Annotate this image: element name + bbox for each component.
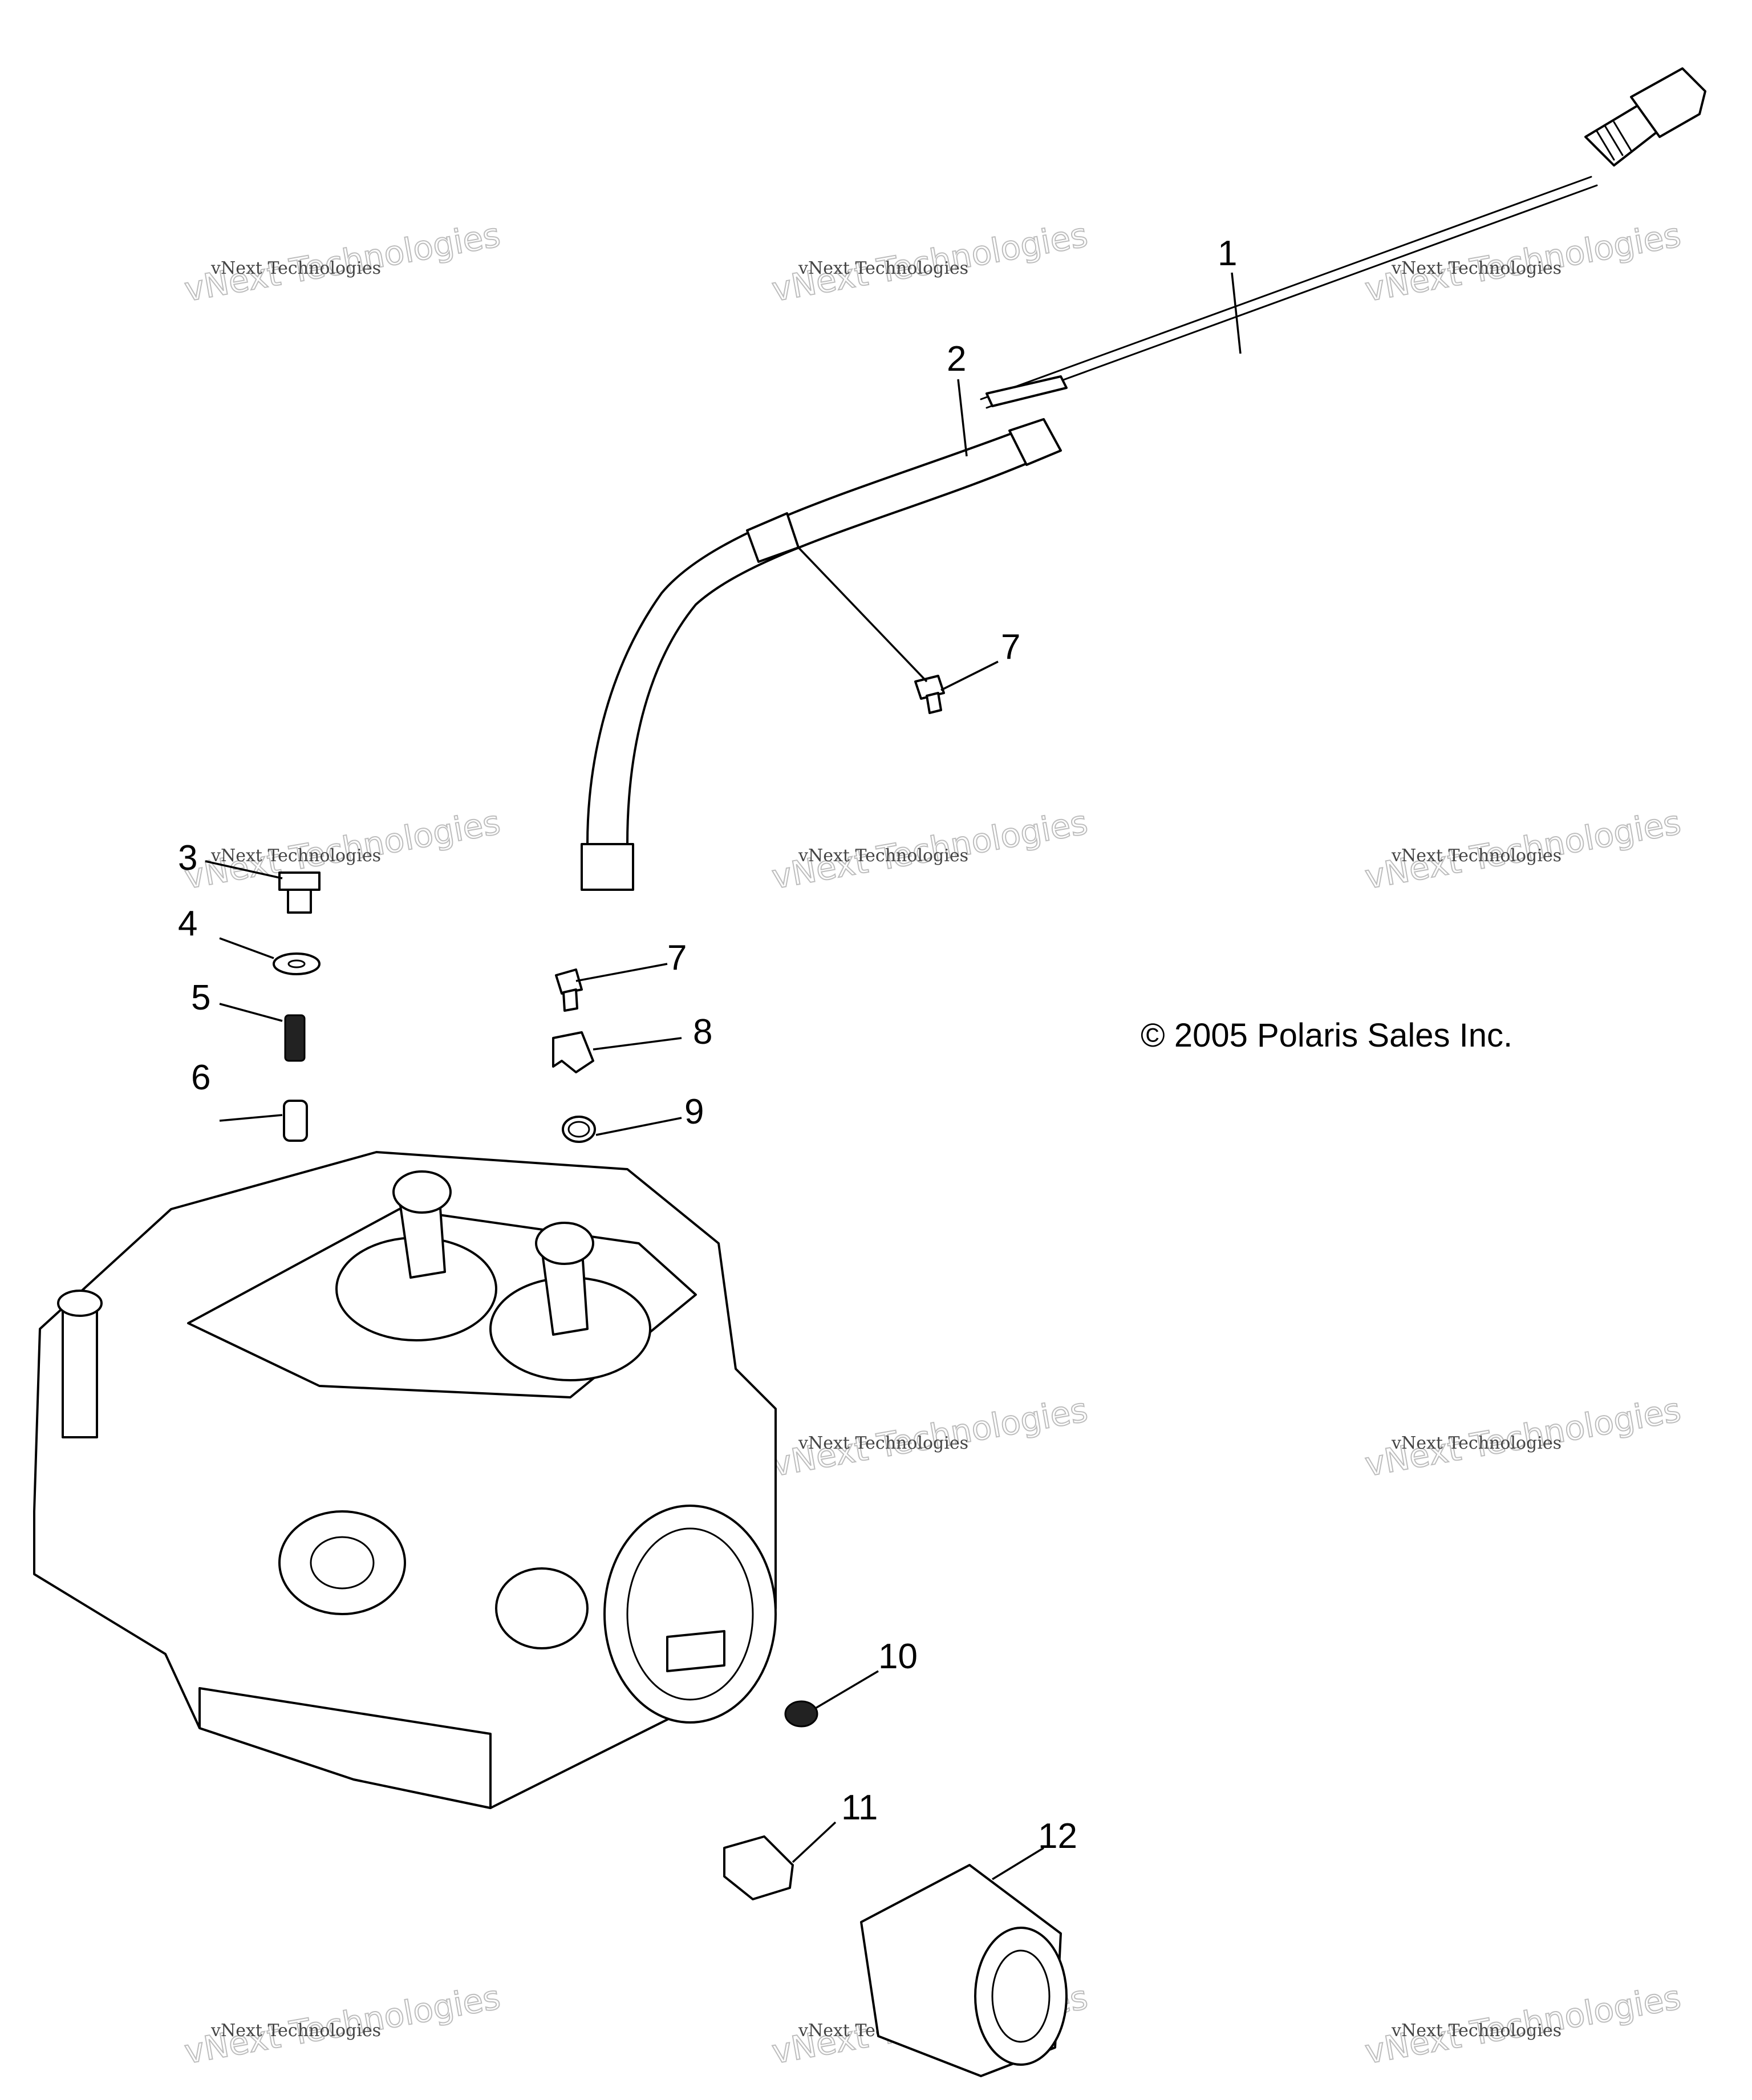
part-11-fitting <box>723 1835 794 1900</box>
part-7-bolt-lower <box>555 968 583 1012</box>
copyright-notice: © 2005 Polaris Sales Inc. <box>1141 1017 1512 1054</box>
callout-9: 9 <box>684 1092 704 1132</box>
dipstick-tube-body <box>586 427 1045 845</box>
part-10-screen <box>784 1700 818 1728</box>
dipstick-rod <box>980 176 1592 400</box>
part-5-spring <box>284 1014 306 1062</box>
part-4-washer <box>273 952 321 975</box>
callout-7-lower: 7 <box>667 938 687 978</box>
watermark-small: vNext Technologies <box>210 846 381 866</box>
watermark-small: vNext Technologies <box>210 2021 381 2041</box>
dipstick-tube-bottom-fitting <box>581 843 634 891</box>
dipstick-blade <box>986 375 1068 407</box>
oil-pan <box>198 1687 492 1809</box>
crankshaft-stub <box>666 1630 725 1672</box>
watermark-small: vNext Technologies <box>1391 846 1562 866</box>
callout-labels: 1 2 3 4 5 6 7 7 8 9 10 11 12 <box>178 234 1237 1856</box>
watermark-small: vNext Technologies <box>1391 258 1562 278</box>
part-3-bolt <box>278 871 321 914</box>
callout-6: 6 <box>191 1058 210 1097</box>
watermark-small: vNext Technologies <box>210 258 381 278</box>
watermark-small: vNext Technologies <box>798 258 968 278</box>
crank-bearing-boss-left <box>278 1510 406 1615</box>
watermark-small: vNext Technologies <box>1391 2021 1562 2041</box>
part-8-clip <box>552 1031 594 1073</box>
crank-bearing-boss-right <box>495 1567 589 1649</box>
dipstick-part <box>980 67 1706 409</box>
crank-bearing-bore-left <box>310 1536 375 1590</box>
dipstick-seal-lines <box>1596 121 1632 161</box>
magneto-flange <box>603 1505 777 1724</box>
part-6-plug <box>283 1100 308 1142</box>
callout-1: 1 <box>1218 234 1237 273</box>
watermark-small: vNext Technologies <box>1391 1433 1562 1453</box>
callout-11: 11 <box>841 1788 878 1827</box>
dipstick-rod-edge <box>986 184 1598 409</box>
part-9-oring <box>562 1116 596 1143</box>
leader-lines <box>205 272 1242 1880</box>
connecting-rod-left-eye <box>392 1170 452 1214</box>
callout-5: 5 <box>191 978 210 1017</box>
part-12-oil-filter <box>860 1864 1068 2077</box>
callout-7-upper: 7 <box>1001 627 1020 667</box>
connecting-rod-right-eye <box>535 1222 594 1265</box>
watermark-small: vNext Technologies <box>798 1433 968 1453</box>
callout-12: 12 <box>1038 1817 1077 1856</box>
magneto-flange-inner <box>626 1527 754 1701</box>
callout-8: 8 <box>693 1012 712 1052</box>
dipstick-tube-top <box>1008 418 1062 466</box>
callout-4: 4 <box>178 904 197 943</box>
crankcase-assembly <box>33 1151 777 1809</box>
callout-3: 3 <box>178 838 197 878</box>
crankcase-left-fitting-top <box>57 1290 103 1317</box>
part-7-bolt-upper <box>914 675 945 714</box>
watermark-small: vNext Technologies <box>798 846 968 866</box>
dipstick-tube-part <box>581 418 1062 891</box>
callout-2: 2 <box>947 339 966 379</box>
callout-10: 10 <box>878 1637 918 1676</box>
crankcase-left-fitting <box>62 1311 98 1438</box>
dipstick-handle <box>1630 67 1706 138</box>
